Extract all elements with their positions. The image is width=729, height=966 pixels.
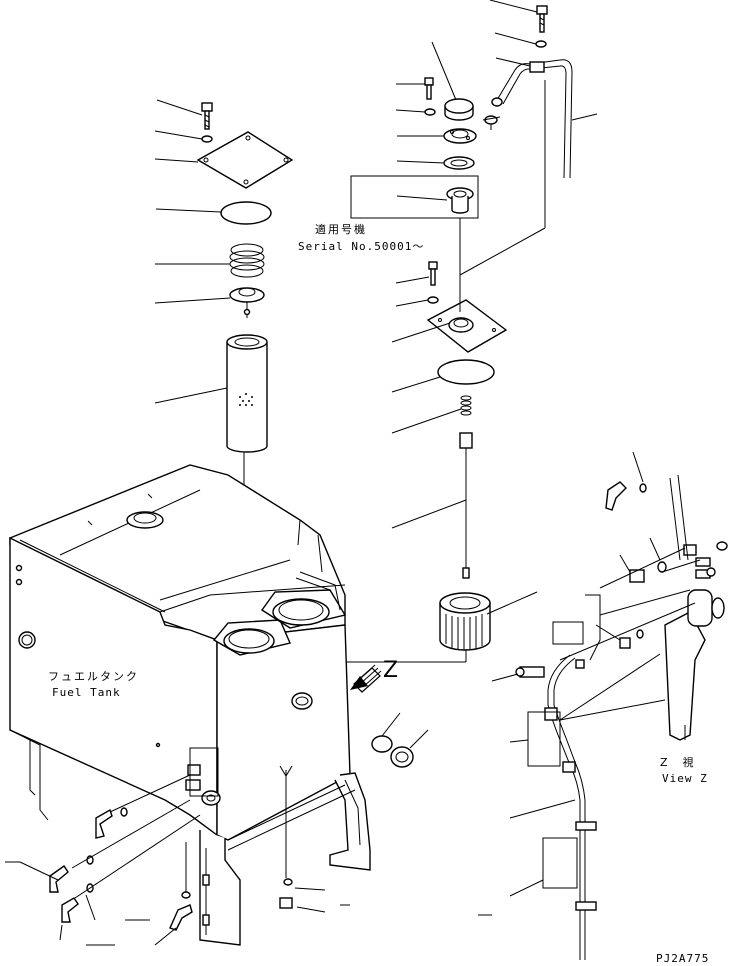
breather-bolt xyxy=(536,5,548,33)
strainer-o-ring xyxy=(437,359,495,385)
filter-element xyxy=(226,334,268,453)
filter-o-ring xyxy=(220,201,272,225)
strainer-adapter xyxy=(446,187,474,214)
cap-washer xyxy=(424,108,436,116)
cap-gasket xyxy=(443,156,475,170)
drawing-code: PJ2A775 xyxy=(656,952,709,965)
serial-label-jp: 適用号機 xyxy=(315,222,367,236)
strainer-spring xyxy=(460,395,472,416)
filter-bolt xyxy=(201,102,213,130)
filter-spring xyxy=(229,243,265,278)
strainer-rod xyxy=(459,432,473,579)
view-z-label-en: View Z xyxy=(662,772,708,785)
filter-valve xyxy=(229,287,265,318)
filler-cap xyxy=(444,98,474,121)
strainer-flange xyxy=(426,299,508,353)
cap-base xyxy=(443,128,477,144)
breather-washer xyxy=(535,40,547,48)
flange-bolt xyxy=(428,261,438,286)
fuel-tank-label-jp: フュエルタンク xyxy=(48,670,139,683)
drain-fittings xyxy=(49,765,293,931)
gauge-plug xyxy=(390,746,414,768)
cap-bolt xyxy=(424,77,434,100)
view-z-detail xyxy=(515,481,728,960)
plug-cap xyxy=(371,735,393,753)
serial-box xyxy=(350,175,479,219)
leader-lines-right xyxy=(391,0,598,615)
filter-cover-plate xyxy=(196,131,294,189)
view-z-letter: Z xyxy=(383,658,398,683)
view-z-label-jp: Z 視 xyxy=(660,755,696,769)
strainer-element xyxy=(439,592,491,651)
leader-lines-view-z xyxy=(491,451,689,897)
serial-label-en: Serial No.50001～ xyxy=(298,240,424,253)
fuel-tank-label-en: Fuel Tank xyxy=(52,686,121,699)
breather-pipe xyxy=(491,59,573,179)
leader-lines-bottom xyxy=(5,861,492,946)
view-z-arrow xyxy=(350,664,382,693)
leader-lines-left xyxy=(154,99,231,404)
flange-washer xyxy=(427,296,439,304)
filter-washer xyxy=(201,135,213,143)
fuel-tank xyxy=(9,464,371,946)
